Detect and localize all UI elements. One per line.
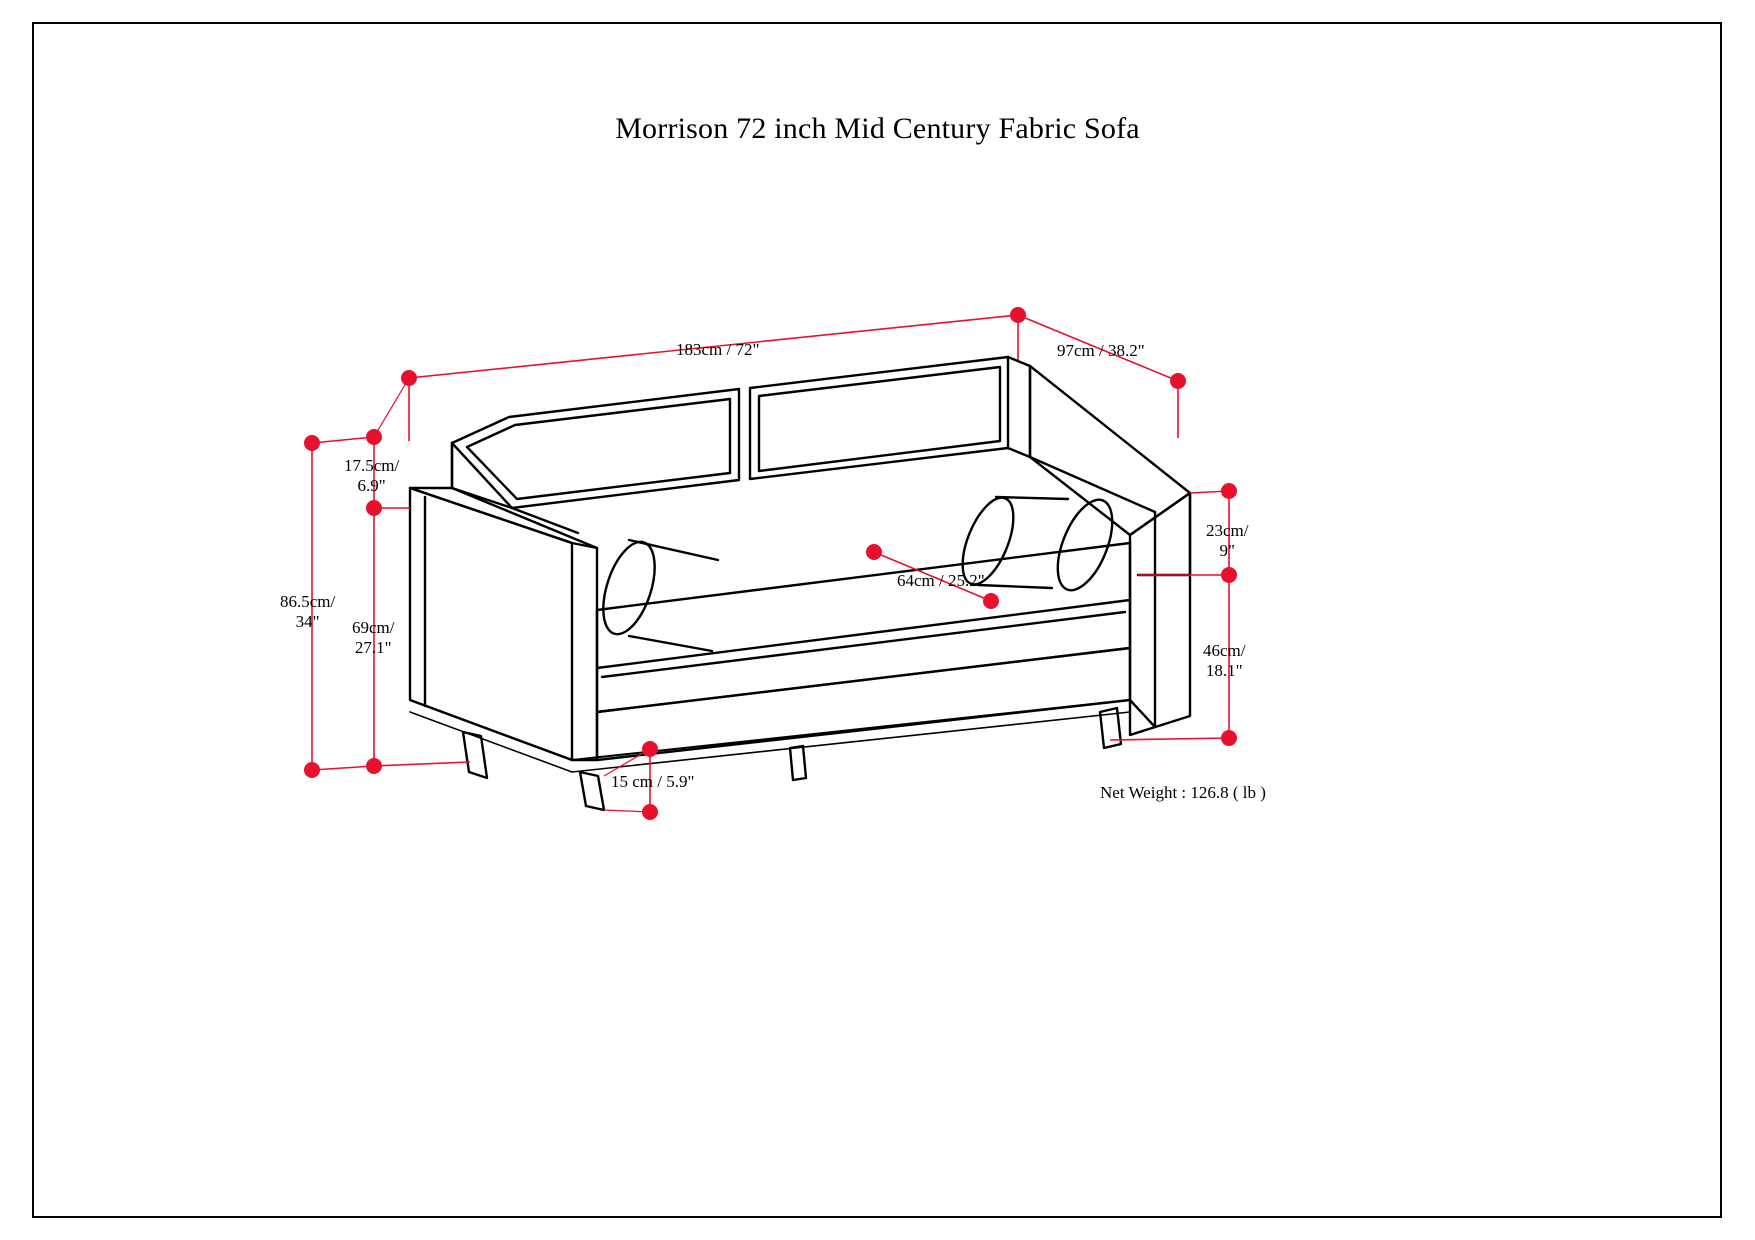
dot-back-bottom	[366, 758, 382, 774]
dim-total-bottom-ext	[311, 765, 375, 771]
back-cushion-right-seam	[757, 365, 1002, 473]
bolster-left-end	[602, 540, 656, 636]
dot-width-right	[1010, 307, 1026, 323]
dim-back-bottom-ext	[373, 761, 471, 767]
dim-total-top-ext	[311, 436, 375, 444]
bolster-bottom-line	[976, 583, 1054, 590]
dot-bolster-bottom	[1221, 567, 1237, 583]
dimension-endpoints	[304, 307, 1237, 820]
left-arm-top-right	[570, 541, 599, 550]
back-cushion-right	[748, 355, 1010, 481]
dim-label-back-height: 69cm/ 27.1"	[352, 618, 395, 658]
dot-total-bottom	[304, 762, 320, 778]
net-weight-label: Net Weight : 126.8 ( lb )	[1100, 783, 1266, 802]
dim-label-bolster-dia: 23cm/ 9"	[1206, 521, 1249, 561]
back-cushion-left-seam	[465, 397, 732, 501]
dim-label-depth: 97cm / 38.2"	[1057, 341, 1145, 360]
dim-seat-depth-line	[873, 551, 992, 602]
dot-seat-depth-front	[983, 593, 999, 609]
dot-arm-top	[366, 429, 382, 445]
page-title: Morrison 72 inch Mid Century Fabric Sofa	[615, 112, 1140, 145]
leg-front-center-left	[578, 770, 606, 812]
bolster-left-bottom	[627, 634, 714, 653]
base-rail-top	[409, 699, 1156, 761]
dot-seat-height-bottom	[1221, 730, 1237, 746]
base-rail-bottom	[409, 711, 1131, 773]
dot-width-left	[401, 370, 417, 386]
dot-depth-end	[1170, 373, 1186, 389]
dim-label-seat-depth: 64cm / 25.2"	[897, 571, 985, 590]
dim-leg-ext-top	[603, 748, 651, 777]
seat-cushion-seam	[600, 610, 1127, 679]
bolster-right	[961, 496, 1015, 586]
bolster-top-line	[994, 495, 1070, 501]
seat-cushion-top	[595, 541, 1132, 670]
right-arm-inner-top	[1028, 455, 1157, 514]
seat-cushion-front	[595, 598, 1132, 714]
back-frame-right-top	[1006, 355, 1032, 459]
back-frame-top-slope	[1028, 364, 1192, 495]
dot-bolster-top	[1221, 483, 1237, 499]
bolster-left-top	[627, 538, 720, 562]
back-cushion-left	[450, 387, 741, 510]
dot-seat-depth-back	[866, 544, 882, 560]
dimension-annotations	[311, 314, 1230, 813]
dim-width-line	[408, 314, 1019, 379]
dot-arm-bottom	[366, 500, 382, 516]
sofa-outline	[408, 355, 1192, 812]
dim-arm-height-leader	[373, 377, 410, 438]
bolster-right-end	[1056, 498, 1114, 592]
dim-label-leg-height: 15 cm / 5.9"	[611, 772, 695, 791]
dot-total-top	[304, 435, 320, 451]
dim-label-width: 183cm / 72"	[676, 340, 760, 359]
left-arm-inner-lower	[510, 506, 580, 535]
leg-front-left	[461, 730, 489, 780]
dim-seat-height-ext	[1109, 737, 1230, 741]
leg-front-right	[1098, 706, 1123, 750]
dot-leg-bottom	[642, 804, 658, 820]
back-frame-top-slope-lower	[1028, 455, 1132, 537]
page-border	[32, 22, 1722, 1218]
right-arm-top-edge	[1128, 491, 1192, 537]
dim-depth-line	[1017, 314, 1179, 382]
left-arm-top-slope	[450, 486, 599, 550]
dim-label-total-height: 86.5cm/ 34"	[280, 592, 336, 632]
leg-front-center-right	[788, 744, 808, 782]
dim-label-seat-height: 46cm/ 18.1"	[1203, 641, 1246, 681]
seat-apron	[595, 646, 1132, 762]
left-arm-top-front	[408, 486, 574, 545]
dim-label-arm-height: 17.5cm/ 6.9"	[344, 456, 400, 496]
dot-leg-top	[642, 741, 658, 757]
